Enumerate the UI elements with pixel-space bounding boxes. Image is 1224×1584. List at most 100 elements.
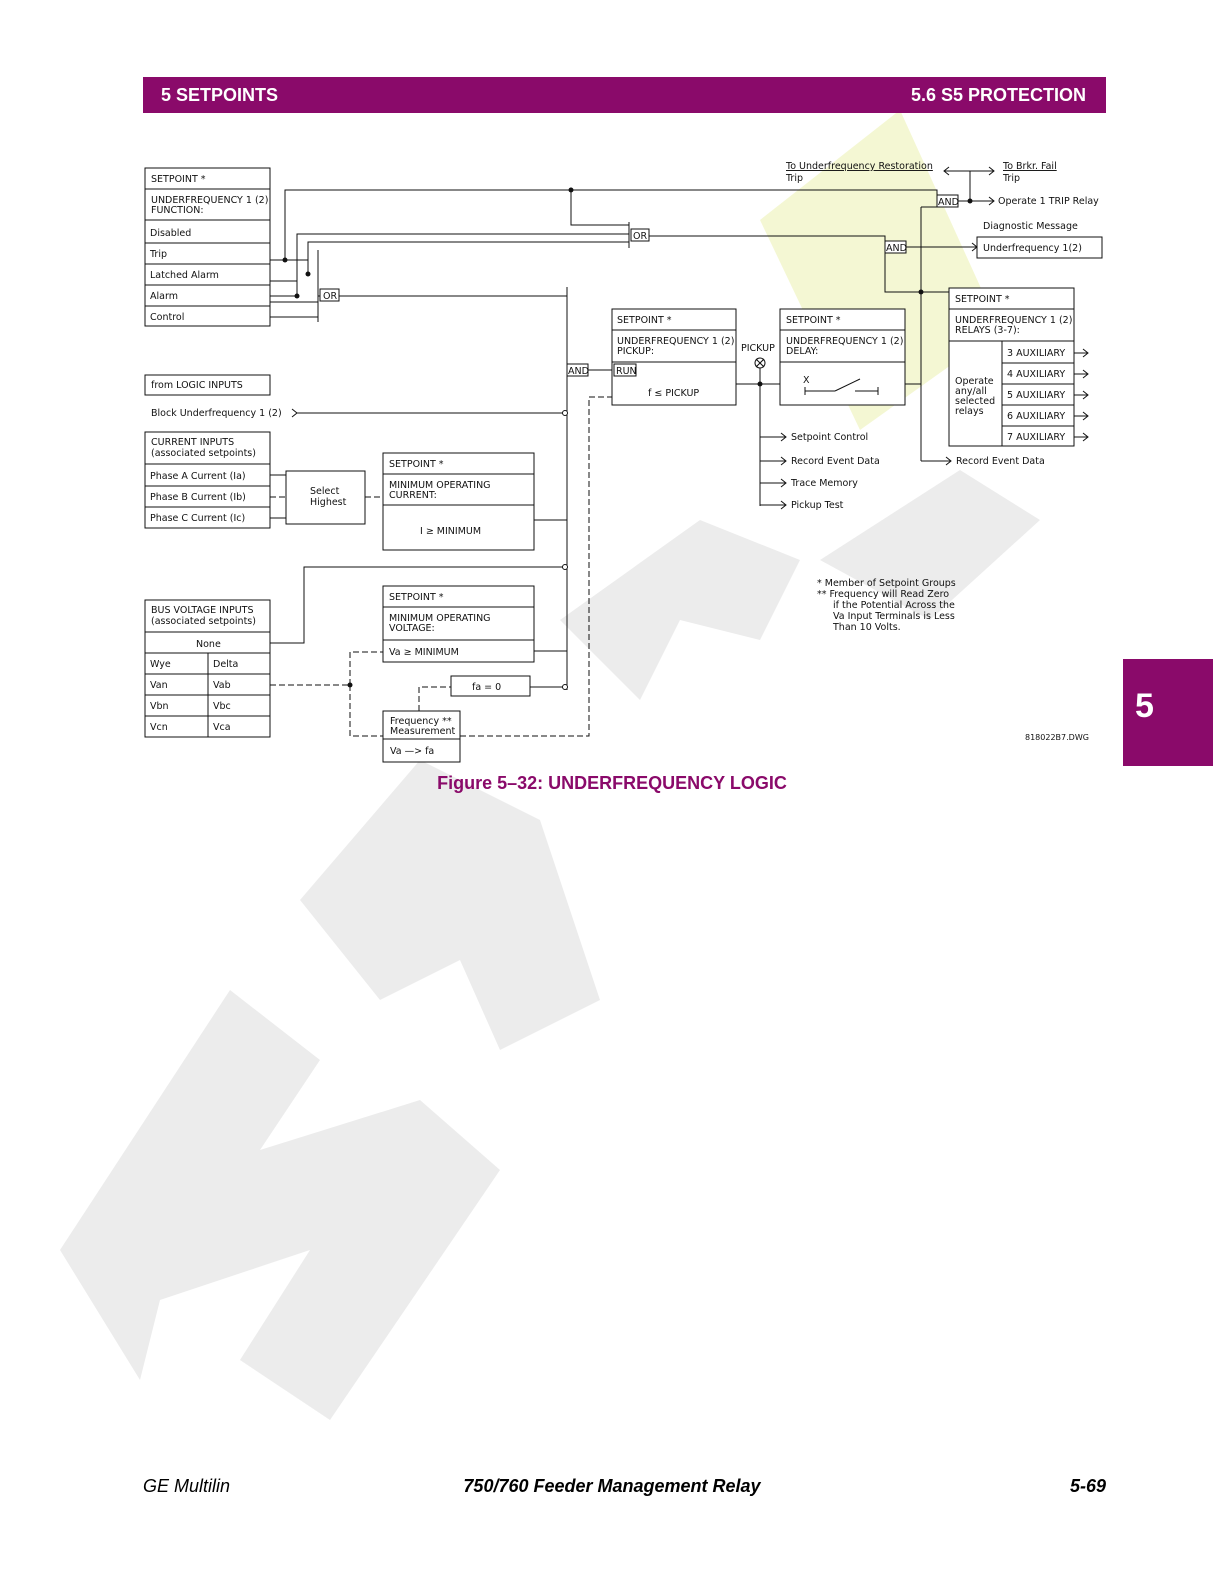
logic-inputs-label: from LOGIC INPUTS bbox=[151, 380, 243, 391]
chapter-tab-label: 5 bbox=[1135, 687, 1154, 725]
pickup-condition: f ≤ PICKUP bbox=[648, 388, 699, 399]
fa-zero-label: fa = 0 bbox=[472, 682, 501, 693]
relays-op-l2: any/all bbox=[955, 386, 987, 397]
voltage-vbc: Vbc bbox=[213, 701, 231, 712]
note-1: * Member of Setpoint Groups bbox=[817, 578, 956, 589]
footer-page-number: 5-69 bbox=[1069, 1476, 1106, 1496]
note-3: if the Potential Across the bbox=[833, 600, 955, 611]
voltage-none: None bbox=[196, 639, 221, 650]
footer-title: 750/760 Feeder Management Relay bbox=[463, 1476, 761, 1496]
min-current-title: SETPOINT * bbox=[389, 459, 444, 470]
note-2: ** Frequency will Read Zero bbox=[817, 589, 949, 600]
diag-message-label: Diagnostic Message bbox=[983, 221, 1078, 232]
bus-voltage-sub: (associated setpoints) bbox=[151, 616, 256, 627]
select-highest-l2: Highest bbox=[310, 497, 347, 508]
pickup-setpoint-block bbox=[611, 308, 737, 406]
min-voltage-condition: Va ≥ MINIMUM bbox=[389, 647, 459, 658]
or-gate-upper bbox=[630, 228, 650, 242]
pickup-title: SETPOINT * bbox=[617, 315, 672, 326]
pickup-indicator-label: PICKUP bbox=[741, 343, 775, 354]
relays-l1: UNDERFREQUENCY 1 (2) bbox=[955, 315, 1072, 326]
run-box bbox=[613, 363, 637, 377]
chapter-side-tab[interactable]: 5 bbox=[1123, 659, 1213, 766]
option-trip: Trip bbox=[149, 249, 167, 260]
voltage-delta: Delta bbox=[213, 659, 238, 670]
trip-relay-label: Operate 1 TRIP Relay bbox=[998, 196, 1099, 207]
note-5: Than 10 Volts. bbox=[832, 622, 901, 633]
out-setpoint-control: Setpoint Control bbox=[791, 432, 868, 443]
min-current-condition: I ≥ MINIMUM bbox=[420, 526, 481, 537]
option-latched-alarm: Latched Alarm bbox=[150, 270, 219, 281]
relay-4-aux: 4 AUXILIARY bbox=[1007, 369, 1065, 380]
sp-main-title: SETPOINT * bbox=[151, 174, 206, 185]
and-gate-trip-label: AND bbox=[938, 197, 959, 208]
setpoint-function-block bbox=[144, 167, 271, 327]
sp-main-name: UNDERFREQUENCY 1 (2) bbox=[151, 195, 268, 206]
restoration-l1: To Underfrequency Restoration bbox=[785, 161, 933, 172]
voltage-vbn: Vbn bbox=[150, 701, 169, 712]
note-4: Va Input Terminals is Less bbox=[833, 611, 955, 622]
section-title: 5.6 S5 PROTECTION bbox=[910, 85, 1086, 105]
option-control: Control bbox=[150, 312, 184, 323]
min-voltage-title: SETPOINT * bbox=[389, 592, 444, 603]
min-current-l2: CURRENT: bbox=[389, 490, 437, 501]
freq-meas-l1: Frequency ** bbox=[390, 716, 452, 727]
pickup-l2: PICKUP: bbox=[617, 346, 654, 357]
relays-op-l4: relays bbox=[955, 406, 984, 417]
fa-zero-block bbox=[450, 675, 531, 697]
relay-5-aux: 5 AUXILIARY bbox=[1007, 390, 1065, 401]
voltage-van: Van bbox=[150, 680, 168, 691]
delay-title: SETPOINT * bbox=[786, 315, 841, 326]
relay-6-aux: 6 AUXILIARY bbox=[1007, 411, 1065, 422]
bus-voltage-title: BUS VOLTAGE INPUTS bbox=[151, 605, 254, 616]
phase-b-current: Phase B Current (Ib) bbox=[150, 492, 246, 503]
relays-op-l1: Operate bbox=[955, 376, 994, 387]
freq-meas-l2: Measurement bbox=[390, 726, 455, 737]
and-gate-main-label: AND bbox=[568, 366, 589, 377]
option-disabled: Disabled bbox=[150, 228, 191, 239]
phase-a-current: Phase A Current (Ia) bbox=[150, 471, 246, 482]
record-event-right: Record Event Data bbox=[956, 456, 1045, 467]
restoration-l2: Trip bbox=[785, 173, 803, 184]
out-record-event: Record Event Data bbox=[791, 456, 880, 467]
freq-meas-l3: Va —> fa bbox=[390, 746, 434, 757]
or-gate-mode-label: OR bbox=[323, 291, 337, 302]
section-header-bar: 5 SETPOINTS 5.6 S5 PROTECTION bbox=[143, 77, 1106, 113]
voltage-vca: Vca bbox=[213, 722, 231, 733]
voltage-vab: Vab bbox=[213, 680, 231, 691]
delay-l1: UNDERFREQUENCY 1 (2) bbox=[786, 336, 903, 347]
diag-message-value: Underfrequency 1(2) bbox=[983, 243, 1082, 254]
min-voltage-l1: MINIMUM OPERATING bbox=[389, 613, 491, 624]
or-gate-mode bbox=[319, 288, 340, 302]
and-gate-diag-label: AND bbox=[886, 243, 907, 254]
or-gate-upper-label: OR bbox=[633, 231, 647, 242]
voltage-vcn: Vcn bbox=[150, 722, 168, 733]
relays-op-l3: selected bbox=[955, 396, 995, 407]
relays-title: SETPOINT * bbox=[955, 294, 1010, 305]
logic-inputs-box bbox=[144, 374, 271, 396]
phase-c-current: Phase C Current (Ic) bbox=[150, 513, 245, 524]
min-voltage-l2: VOLTAGE: bbox=[389, 623, 435, 634]
block-input-label: Block Underfrequency 1 (2) bbox=[151, 408, 282, 419]
current-inputs-sub: (associated setpoints) bbox=[151, 448, 256, 459]
out-pickup-test: Pickup Test bbox=[791, 500, 844, 511]
delay-x-label: X bbox=[803, 375, 810, 386]
chapter-title: 5 SETPOINTS bbox=[161, 85, 279, 105]
current-inputs-block bbox=[144, 431, 271, 529]
sp-main-name-2: FUNCTION: bbox=[151, 205, 204, 216]
brkr-fail-l2: Trip bbox=[1002, 173, 1020, 184]
min-current-l1: MINIMUM OPERATING bbox=[389, 480, 491, 491]
out-trace-memory: Trace Memory bbox=[790, 478, 858, 489]
voltage-wye: Wye bbox=[150, 659, 171, 670]
diag-message-box bbox=[976, 236, 1103, 259]
current-inputs-title: CURRENT INPUTS bbox=[151, 437, 234, 448]
footer-company: GE Multilin bbox=[143, 1476, 231, 1496]
min-current-setpoint-block bbox=[382, 452, 535, 551]
figure-caption: Figure 5–32: UNDERFREQUENCY LOGIC bbox=[437, 773, 787, 793]
option-alarm: Alarm bbox=[150, 291, 178, 302]
drawing-number: 818022B7.DWG bbox=[1025, 733, 1089, 742]
relays-l2: RELAYS (3-7): bbox=[955, 325, 1020, 336]
min-voltage-setpoint-block bbox=[382, 585, 535, 663]
